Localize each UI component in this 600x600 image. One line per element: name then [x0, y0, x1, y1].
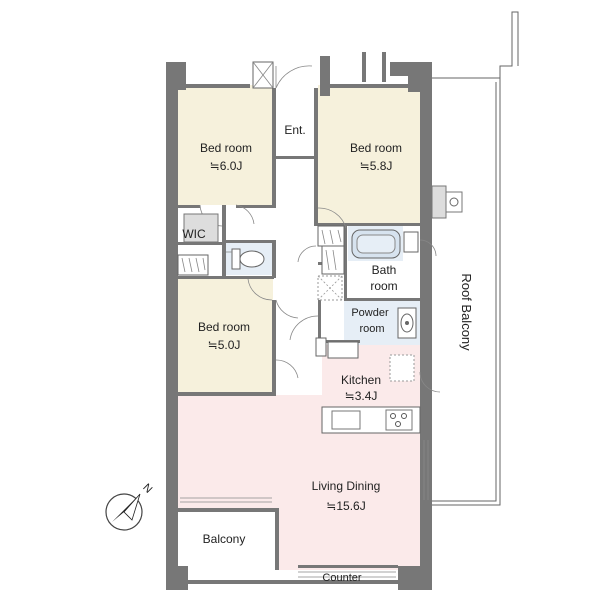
toilet-icon — [226, 248, 265, 270]
bedroom-3-size: ≒5.0J — [208, 338, 241, 352]
compass: N — [105, 482, 154, 531]
washing-machine-spot — [317, 275, 343, 301]
washbasin-icon — [397, 307, 417, 339]
bedroom-2-name: Bed room — [350, 141, 402, 155]
bath-label-line1: Bath — [372, 263, 397, 277]
bedroom-1-size: ≒6.0J — [210, 159, 243, 173]
interior-walls — [178, 88, 420, 570]
fridge-spot — [389, 354, 415, 382]
powder-label-line2: room — [359, 323, 384, 335]
bedroom-2-size: ≒5.8J — [360, 159, 393, 173]
roof-balcony-label: Roof Balcony — [459, 273, 474, 351]
bathtub-icon — [351, 229, 419, 259]
kitchen-name: Kitchen — [341, 373, 381, 387]
compass-label: N — [140, 482, 154, 496]
entrance-label: Ent. — [284, 123, 305, 137]
counter-label: Counter — [322, 572, 361, 584]
balcony-area — [178, 512, 278, 570]
bedroom-1-area — [178, 85, 273, 205]
powder-label-line1: Powder — [351, 307, 389, 319]
bath-label-line2: room — [370, 279, 397, 293]
bedroom-2-area — [318, 85, 420, 225]
living-size: ≒15.6J — [326, 499, 365, 513]
bedroom-3-name: Bed room — [198, 320, 250, 334]
living-name: Living Dining — [312, 479, 381, 493]
closets — [177, 213, 359, 359]
bedroom-3-area — [178, 278, 273, 393]
windows — [180, 440, 429, 578]
kitchen-counter — [321, 406, 421, 434]
shoe-storage — [252, 61, 274, 89]
wic-label: WIC — [182, 227, 206, 241]
bedroom-1-name: Bed room — [200, 141, 252, 155]
outer-walls — [166, 52, 432, 590]
roof-balcony-outline — [432, 11, 519, 506]
balcony-label: Balcony — [203, 532, 246, 546]
kitchen-size: ≒3.4J — [345, 389, 378, 403]
pipe-shaft — [431, 185, 463, 219]
